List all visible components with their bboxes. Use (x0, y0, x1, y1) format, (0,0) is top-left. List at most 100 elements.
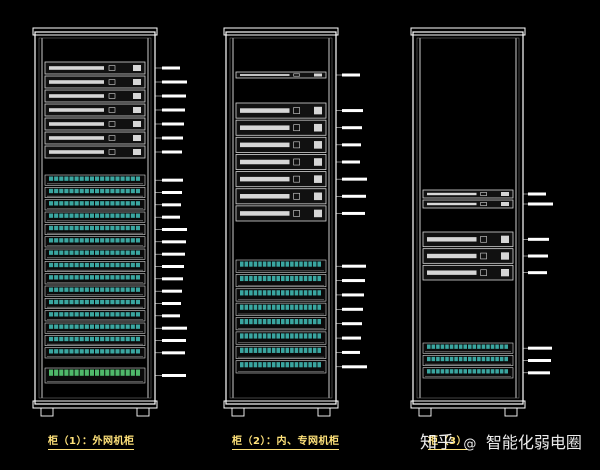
equipment-indicator (108, 107, 116, 113)
patch-port (110, 324, 115, 329)
callout-tag (162, 351, 185, 355)
patch-port (130, 225, 135, 231)
patch-port (89, 250, 94, 255)
patch-port (105, 349, 110, 354)
patch-port (454, 356, 458, 362)
patch-port (49, 275, 54, 280)
patch-port (74, 287, 79, 292)
equipment-indicator (108, 135, 116, 141)
patch-port (54, 201, 59, 206)
patch-port (262, 319, 267, 325)
patch-port (120, 287, 125, 292)
patch-port (115, 213, 120, 218)
patch-port (303, 362, 308, 368)
patch-port (299, 362, 303, 368)
patch-port (299, 304, 303, 310)
patch-port (120, 225, 125, 231)
patch-port (74, 201, 79, 206)
patch-port (271, 319, 276, 325)
patch-port (303, 333, 308, 339)
patch-port (125, 188, 130, 194)
patch-port (125, 287, 130, 292)
patch-port (281, 304, 285, 310)
callout-tag (162, 80, 187, 84)
patch-port (115, 188, 120, 194)
equipment-port (501, 235, 509, 243)
patch-port (59, 369, 64, 376)
watermark-handle: 智能化弱电圈 (485, 433, 582, 452)
patch-port (262, 333, 267, 339)
equipment-port (314, 73, 322, 77)
patch-port (110, 336, 115, 342)
patch-port (125, 299, 130, 305)
patch-port (135, 250, 140, 255)
callout-tag (162, 228, 187, 231)
patch-port (54, 287, 59, 292)
patch-port (271, 290, 276, 296)
patch-port (95, 201, 100, 206)
patch-port (69, 213, 74, 218)
patch-port (100, 250, 105, 255)
patch-port (115, 312, 120, 317)
patch-port (317, 304, 321, 310)
patch-port (253, 261, 258, 267)
patch-port (100, 275, 105, 280)
patch-port (290, 275, 294, 282)
patch-port (105, 262, 110, 268)
patch-port (490, 344, 495, 349)
patch-port (135, 176, 140, 181)
patch-port (49, 250, 54, 255)
patch-port (440, 344, 445, 349)
patch-port (130, 201, 135, 206)
patch-port (458, 356, 463, 362)
patch-port (276, 290, 280, 296)
patch-port (463, 369, 467, 374)
patch-port (84, 369, 89, 376)
patch-port (276, 275, 280, 282)
patch-port (285, 304, 290, 310)
patch-port (125, 275, 130, 280)
patch-port (95, 176, 100, 181)
patch-port (89, 188, 94, 194)
patch-port (244, 319, 249, 325)
patch-port (100, 369, 105, 376)
patch-port (54, 176, 59, 181)
patch-port (299, 261, 303, 267)
patch-port (79, 324, 84, 329)
patch-port (130, 238, 135, 243)
rack-2-caption: 柜（2）：内、专网机柜 (232, 432, 340, 450)
patch-port (125, 312, 130, 317)
equipment-face-strip (240, 211, 290, 216)
patch-port (59, 201, 64, 206)
patch-port (79, 312, 84, 317)
patch-port (120, 201, 125, 206)
patch-port (294, 275, 299, 282)
patch-port (308, 290, 312, 296)
patch-port (253, 362, 258, 368)
patch-port (64, 287, 69, 292)
patch-port (477, 344, 481, 349)
patch-port (79, 369, 84, 376)
patch-port (249, 304, 253, 310)
patch-port (271, 261, 276, 267)
patch-port (249, 261, 253, 267)
patch-port (110, 312, 115, 317)
patch-port (125, 262, 130, 268)
patch-port (59, 336, 64, 342)
equipment-indicator (480, 236, 487, 243)
patch-port (110, 275, 115, 280)
callout-tag (342, 279, 365, 283)
callout-tag (342, 365, 367, 369)
patch-port (74, 299, 79, 305)
callout-tag (342, 211, 365, 215)
equipment-face-strip (49, 66, 104, 70)
patch-port (135, 213, 140, 218)
patch-port (95, 324, 100, 329)
patch-port (495, 356, 499, 362)
equipment-face-strip (427, 192, 477, 196)
patch-port (105, 336, 110, 342)
patch-port (105, 299, 110, 305)
patch-port (312, 347, 317, 353)
patch-port (267, 275, 271, 282)
patch-port (312, 333, 317, 339)
